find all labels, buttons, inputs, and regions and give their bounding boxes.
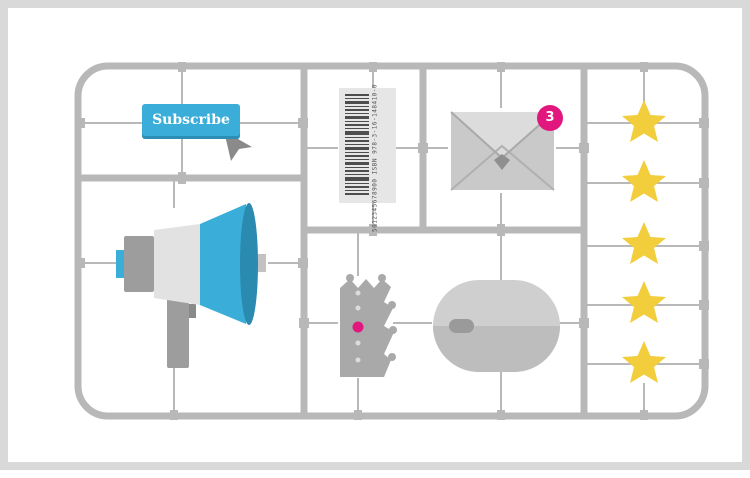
barcode-digits: 5012345678900 ISBN 978-3-16-148410-0 <box>371 83 379 233</box>
crown-icon <box>340 274 397 377</box>
envelope-icon <box>450 111 555 191</box>
star-icon <box>622 160 666 202</box>
megaphone-icon <box>116 203 266 368</box>
notification-badge: 3 <box>537 105 563 131</box>
star-icon <box>622 341 666 383</box>
cursor-arrow-icon <box>224 131 252 161</box>
barcode-icon <box>339 88 396 203</box>
mouse-icon <box>433 280 560 372</box>
plastic-sprue-frame <box>74 62 709 420</box>
subscribe-button[interactable]: Subscribe <box>142 104 240 136</box>
star-icon <box>622 100 666 142</box>
star-icon <box>622 222 666 264</box>
star-rating <box>622 100 666 383</box>
star-icon <box>622 281 666 323</box>
